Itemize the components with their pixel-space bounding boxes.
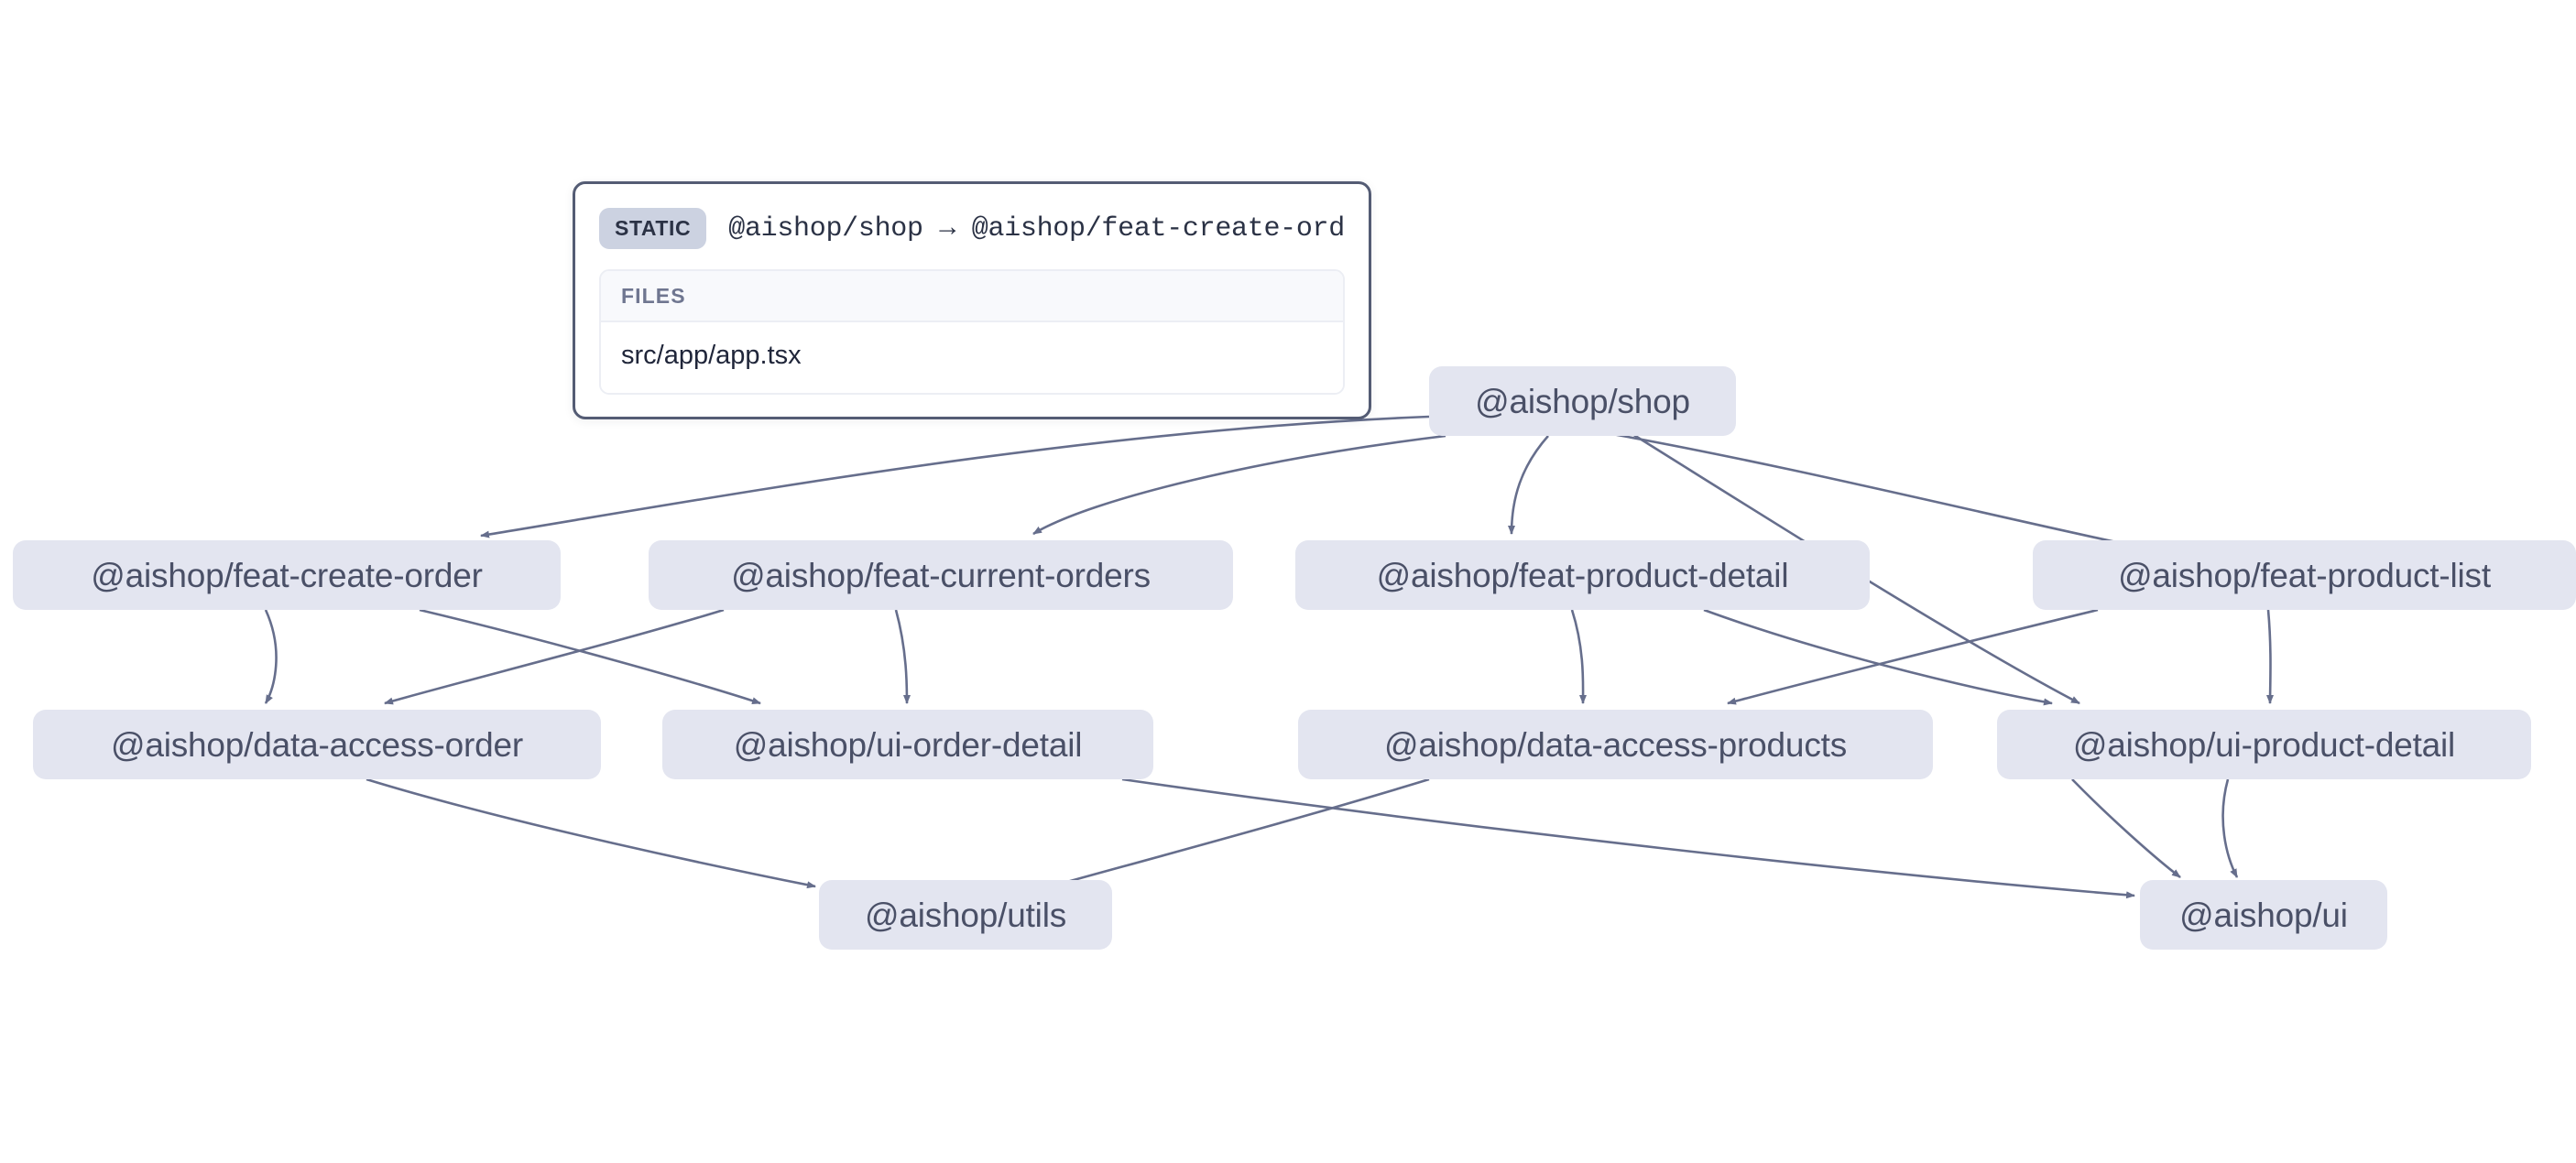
graph-node-feat-product-list[interactable]: @aishop/feat-product-list	[2033, 540, 2576, 610]
graph-node-data-access-order[interactable]: @aishop/data-access-order	[33, 710, 601, 779]
graph-node-label: @aishop/data-access-order	[110, 725, 524, 764]
graph-edge[interactable]	[2221, 778, 2239, 878]
graph-node-shop[interactable]: @aishop/shop	[1429, 366, 1736, 436]
graph-edge[interactable]	[1703, 608, 2053, 706]
graph-edge[interactable]	[480, 415, 1430, 538]
graph-edge[interactable]	[384, 608, 725, 705]
graph-edge[interactable]	[1570, 609, 1588, 704]
graph-node-label: @aishop/feat-current-orders	[731, 556, 1151, 594]
graph-node-feat-product-detail[interactable]: @aishop/feat-product-detail	[1295, 540, 1870, 610]
files-panel-header: FILES	[601, 271, 1343, 322]
graph-node-feat-create-order[interactable]: @aishop/feat-create-order	[13, 540, 561, 610]
graph-node-label: @aishop/utils	[864, 896, 1067, 934]
graph-node-label: @aishop/feat-create-order	[91, 556, 483, 594]
graph-edge[interactable]	[1508, 435, 1549, 535]
edge-tooltip: STATIC @aishop/shop → @aishop/feat-creat…	[573, 181, 1371, 419]
graph-node-label: @aishop/feat-product-detail	[1376, 556, 1789, 594]
tooltip-header: STATIC @aishop/shop → @aishop/feat-creat…	[599, 208, 1345, 269]
graph-edge[interactable]	[2266, 609, 2275, 704]
graph-edge[interactable]	[894, 609, 911, 704]
graph-node-label: @aishop/feat-product-list	[2118, 556, 2491, 594]
graph-node-ui-product-detail[interactable]: @aishop/ui-product-detail	[1997, 710, 2531, 779]
files-list: src/app/app.tsx	[601, 322, 1343, 393]
graph-edge[interactable]	[1611, 432, 2156, 553]
graph-node-data-access-products[interactable]: @aishop/data-access-products	[1298, 710, 1933, 779]
graph-node-ui-order-detail[interactable]: @aishop/ui-order-detail	[662, 710, 1153, 779]
graph-node-label: @aishop/shop	[1475, 382, 1690, 420]
graph-node-label: @aishop/data-access-products	[1384, 725, 1847, 764]
graph-node-ui[interactable]: @aishop/ui	[2140, 880, 2387, 950]
graph-node-label: @aishop/ui	[2179, 896, 2348, 934]
graph-node-label: @aishop/ui-product-detail	[2072, 725, 2456, 764]
file-row[interactable]: src/app/app.tsx	[601, 322, 1343, 393]
graph-edge[interactable]	[1043, 777, 1430, 890]
graph-node-utils[interactable]: @aishop/utils	[819, 880, 1112, 950]
graph-edge[interactable]	[2071, 778, 2181, 879]
graph-edge[interactable]	[366, 777, 816, 889]
graph-edge[interactable]	[1121, 777, 2135, 899]
tooltip-title: @aishop/shop → @aishop/feat-create-order	[728, 212, 1345, 245]
graph-node-label: @aishop/ui-order-detail	[733, 725, 1083, 764]
graph-edge[interactable]	[419, 608, 761, 705]
graph-edge[interactable]	[264, 609, 278, 704]
graph-edge[interactable]	[1727, 608, 2099, 705]
graph-node-feat-current-orders[interactable]: @aishop/feat-current-orders	[649, 540, 1233, 610]
files-panel: FILES src/app/app.tsx	[599, 269, 1345, 395]
static-badge: STATIC	[599, 208, 707, 249]
graph-edge[interactable]	[1032, 434, 1446, 536]
